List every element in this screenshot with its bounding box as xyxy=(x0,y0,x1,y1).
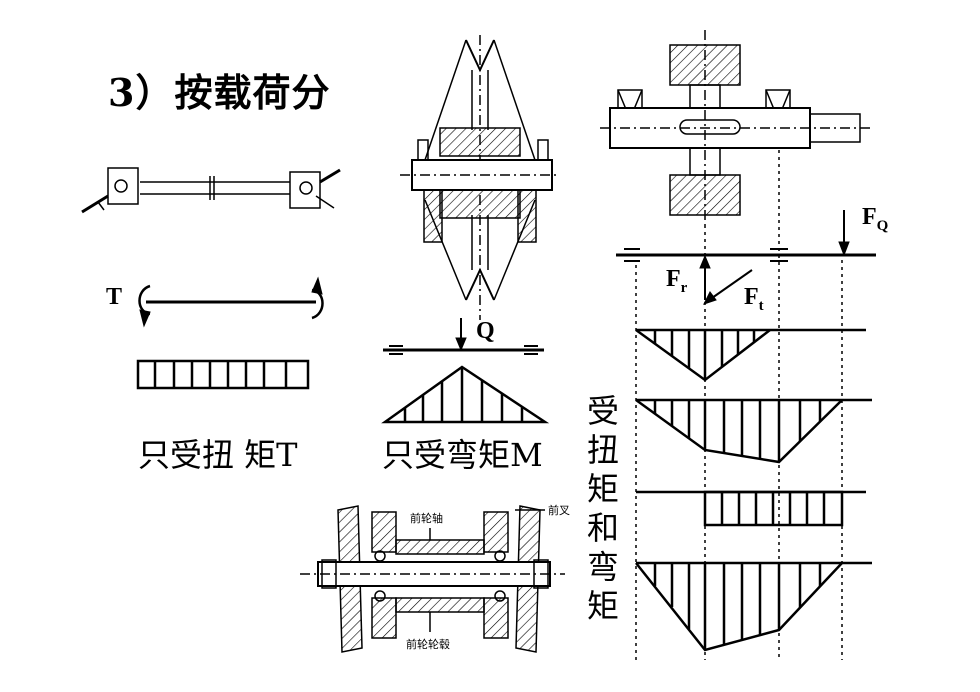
caption-torque-and-bending: 受 扭 矩 和 弯 矩 xyxy=(585,392,621,626)
force-q-sub: Q xyxy=(876,218,889,234)
vcap-char: 矩 xyxy=(586,470,619,508)
torque-beam xyxy=(138,276,324,328)
combined-moment-diagram xyxy=(635,398,872,464)
caption-torque-only: 只受扭 矩T xyxy=(138,436,298,474)
force-t-sub: t xyxy=(758,298,764,314)
vcap-char: 弯 xyxy=(586,548,619,586)
torque-diagram xyxy=(136,359,310,390)
pulley-drawing xyxy=(400,35,560,320)
vcap-char: 受 xyxy=(586,392,619,430)
force-r-label: Fr xyxy=(666,266,687,297)
torque-label: T xyxy=(106,284,123,310)
force-r-main: F xyxy=(666,266,681,292)
front-fork-label: 前叉 xyxy=(548,502,570,518)
bending-moment-diagram xyxy=(381,365,550,424)
force-t-label: Ft xyxy=(744,284,764,315)
bending-beam xyxy=(383,318,544,355)
right-torque-diagram xyxy=(636,490,866,527)
force-r-sub: r xyxy=(680,280,688,296)
equivalent-moment-diagram xyxy=(635,561,872,652)
page-title: 3）按载荷分 xyxy=(108,70,331,115)
drive-shaft-drawing xyxy=(81,167,341,214)
horizontal-moment-diagram xyxy=(635,328,866,382)
gear-shaft-drawing xyxy=(600,30,870,225)
vcap-char: 和 xyxy=(586,509,619,547)
load-q-label: Q xyxy=(476,318,495,344)
front-hub-label: 前轮轮毂 xyxy=(406,636,450,652)
force-q-main: F xyxy=(862,204,877,230)
gear-shaft-beam xyxy=(616,210,876,305)
projection-lines xyxy=(635,150,843,660)
vcap-char: 矩 xyxy=(586,587,619,625)
caption-bending-only: 只受弯矩M xyxy=(382,436,543,474)
front-axle-label: 前轮轴 xyxy=(410,510,443,526)
front-axle-assembly-drawing xyxy=(300,505,565,653)
force-t-main: F xyxy=(744,284,759,310)
vcap-char: 扭 xyxy=(586,431,619,469)
force-q-label: FQ xyxy=(862,204,888,235)
